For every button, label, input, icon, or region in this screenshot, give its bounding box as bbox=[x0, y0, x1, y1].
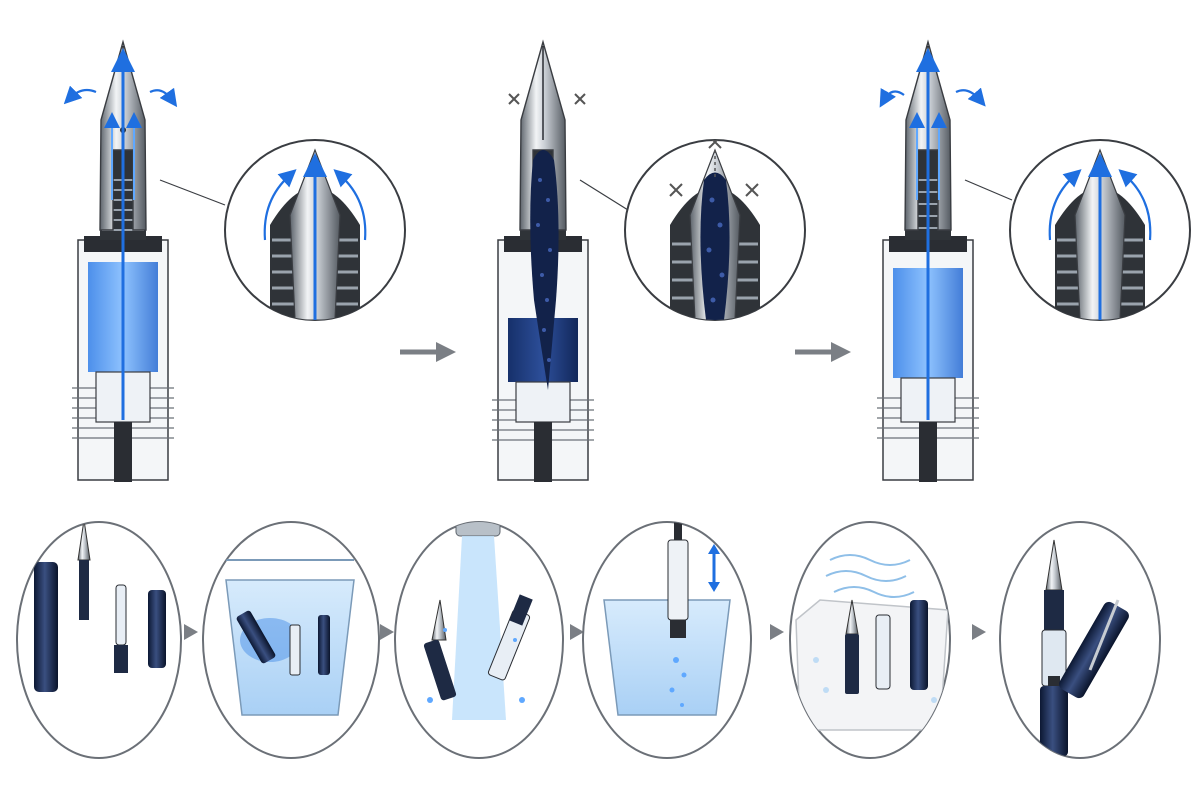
step-arrow-icon bbox=[795, 342, 851, 362]
step-arrow-icon bbox=[570, 624, 584, 640]
nib-cutaway-restored bbox=[877, 39, 1191, 482]
disassembled-pen-icon bbox=[16, 521, 182, 759]
step-arrow-icon bbox=[972, 624, 986, 640]
towel-dry-icon bbox=[789, 521, 951, 759]
step-arrow-icon bbox=[184, 624, 198, 640]
syringe-flush-icon bbox=[582, 521, 752, 759]
assembled-pen-icon bbox=[999, 521, 1161, 759]
faucet-rinse-icon bbox=[394, 521, 564, 759]
step-arrow-icon bbox=[380, 624, 394, 640]
nib-cutaway-clogged bbox=[492, 39, 806, 482]
step-arrow-icon bbox=[770, 624, 784, 640]
nib-cutaway-flowing bbox=[63, 39, 406, 482]
step-arrow-icon bbox=[400, 342, 456, 362]
soak-glass-icon bbox=[202, 521, 380, 759]
